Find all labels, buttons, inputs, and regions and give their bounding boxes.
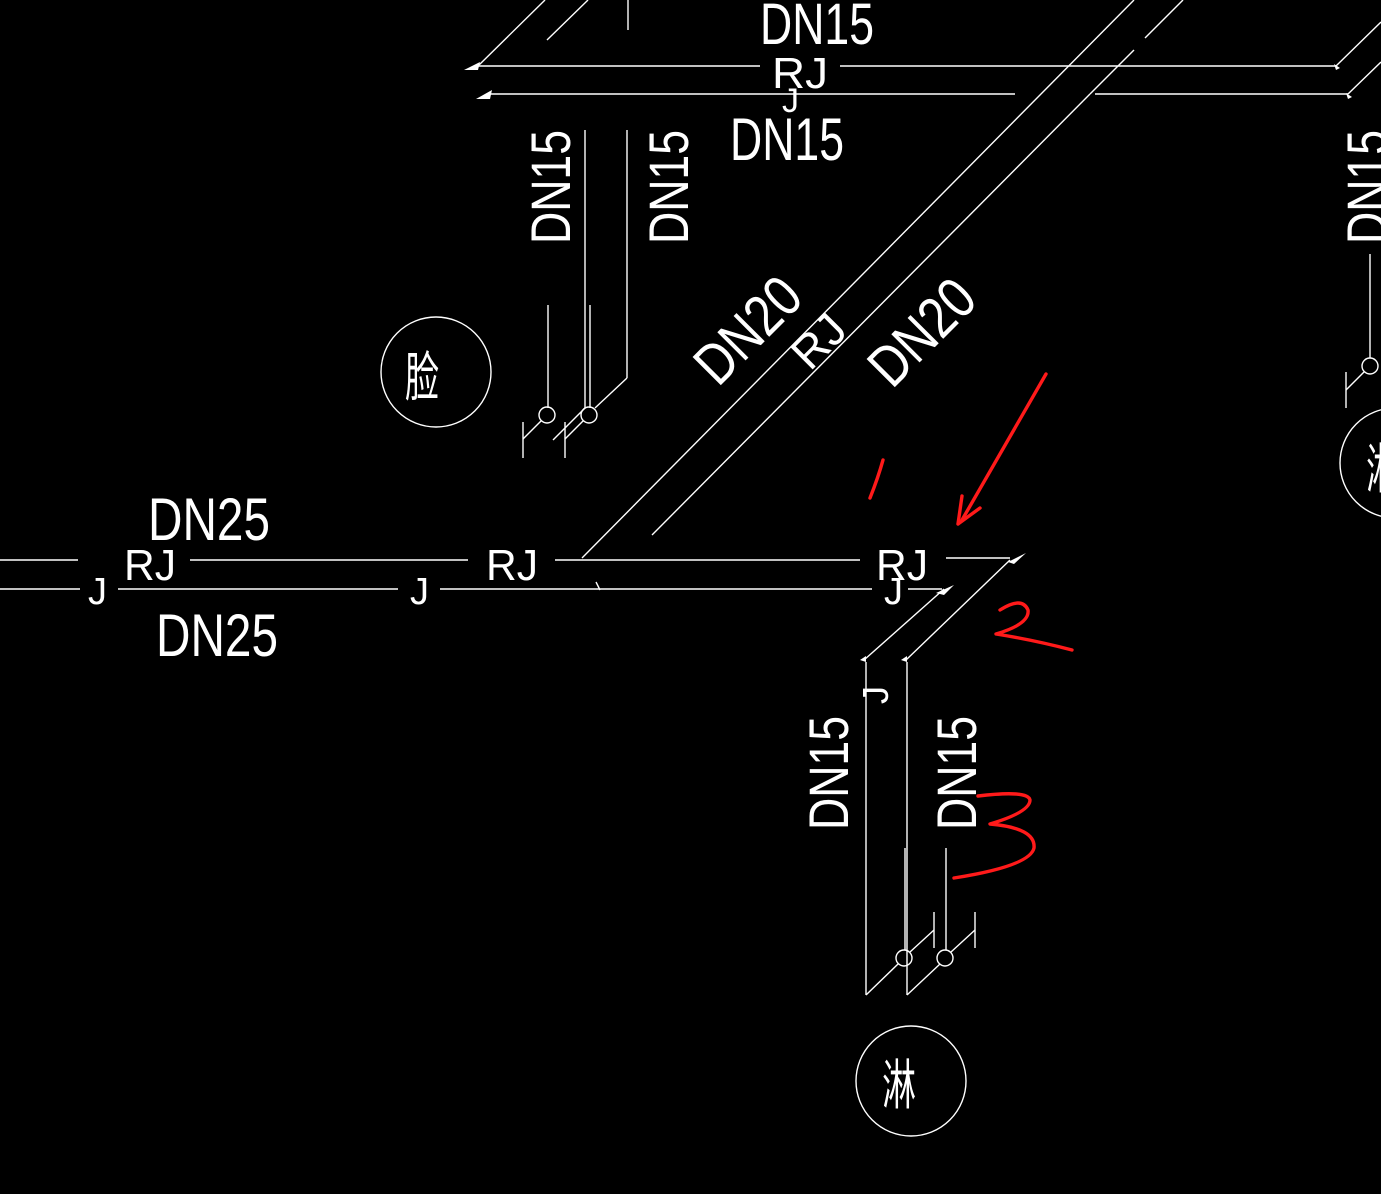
label-dn15-vert-a: DN15 <box>519 130 582 244</box>
diag-pipe-lower-cont <box>1089 49 1135 95</box>
branch-dot-1 <box>860 656 866 662</box>
label-dn20-b: DN20 <box>855 266 989 400</box>
main-pipe-group <box>0 553 1026 595</box>
label-dn15-top: DN15 <box>760 0 874 57</box>
label-dn15-branch-a: DN15 <box>797 716 860 830</box>
main-end-arrow-hot <box>1008 553 1026 564</box>
valve-circle-2 <box>580 406 598 424</box>
label-j-1: J <box>88 571 107 613</box>
shower-valve-1 <box>895 949 913 967</box>
annotation-mark-2 <box>994 601 1074 652</box>
annotation-mark-1 <box>868 458 885 500</box>
top-diag-right-2 <box>1347 61 1381 95</box>
right-fixture-glyph: 淋 <box>1366 438 1381 501</box>
diagonal-pipe-group <box>581 0 1135 559</box>
right-riser-group <box>1339 254 1381 517</box>
riser-a-diag <box>552 407 586 441</box>
label-j-top: J <box>782 82 799 120</box>
branch-diag-cold <box>863 588 945 661</box>
branch-diag-hot <box>905 559 1011 661</box>
label-dn25-lower: DN25 <box>156 602 278 669</box>
label-j-branch: J <box>855 686 896 704</box>
riser-b-diag <box>594 377 628 409</box>
right-fixture-circle <box>1339 409 1381 517</box>
branch-riser-a-diag <box>865 963 899 996</box>
branch-dot-2 <box>901 656 907 662</box>
label-dn15-vert-b: DN15 <box>637 130 700 244</box>
annotation-group: 1 2 3 <box>868 372 1074 880</box>
washbasin-circle <box>380 316 492 428</box>
shower-valve-diag-1 <box>909 929 935 953</box>
shower-fixture: 淋 <box>855 1025 967 1137</box>
top-right-dot-2 <box>1346 93 1352 99</box>
annotation-mark-3 <box>952 792 1036 880</box>
label-rj-top: RJ <box>772 49 828 98</box>
main-tick <box>595 581 601 591</box>
top-pipe-group <box>464 0 1381 99</box>
valve-circle-1 <box>538 406 556 424</box>
top-diag-far <box>1144 0 1184 39</box>
annotation-arrow-shaft <box>960 372 1048 522</box>
washbasin-glyph: 脸 <box>405 346 439 409</box>
label-rj-right: RJ <box>876 541 928 590</box>
top-diag-right-1 <box>1335 21 1381 67</box>
shower-valve-diag-2 <box>950 929 976 953</box>
top-diag-left-1 <box>477 0 546 67</box>
top-pipe-end-arrow-1 <box>464 62 480 70</box>
valve-diag-1 <box>522 420 542 440</box>
label-dn15-branch-b: DN15 <box>925 716 988 830</box>
shower-valve-2 <box>936 949 954 967</box>
shower-circle <box>855 1025 967 1137</box>
right-valve <box>1361 357 1379 375</box>
branch-riser-b-diag <box>906 963 941 996</box>
top-pipe-end-arrow-2 <box>476 90 492 99</box>
top-diag-left-2 <box>546 0 589 41</box>
washbasin-riser-group <box>522 130 628 458</box>
label-rj-left: RJ <box>124 541 176 590</box>
label-j-2: J <box>410 571 429 613</box>
right-valve-diag <box>1345 371 1365 391</box>
valve-diag-2 <box>564 420 584 440</box>
annotation-arrow-head <box>956 494 982 526</box>
label-dn15-vert-right: DN15 <box>1335 130 1381 244</box>
washbasin-fixture: 脸 <box>380 316 492 428</box>
label-j-3: J <box>884 571 903 613</box>
diag-pipe-lower <box>651 93 1091 536</box>
shower-branch-group <box>860 559 1011 996</box>
top-right-dot-1 <box>1334 64 1340 70</box>
label-dn25-upper: DN25 <box>148 486 270 553</box>
diag-pipe-upper <box>581 0 1135 559</box>
label-dn15-top-lower: DN15 <box>730 106 844 173</box>
shower-glyph: 淋 <box>882 1054 916 1117</box>
label-rj-mid: RJ <box>486 541 538 590</box>
